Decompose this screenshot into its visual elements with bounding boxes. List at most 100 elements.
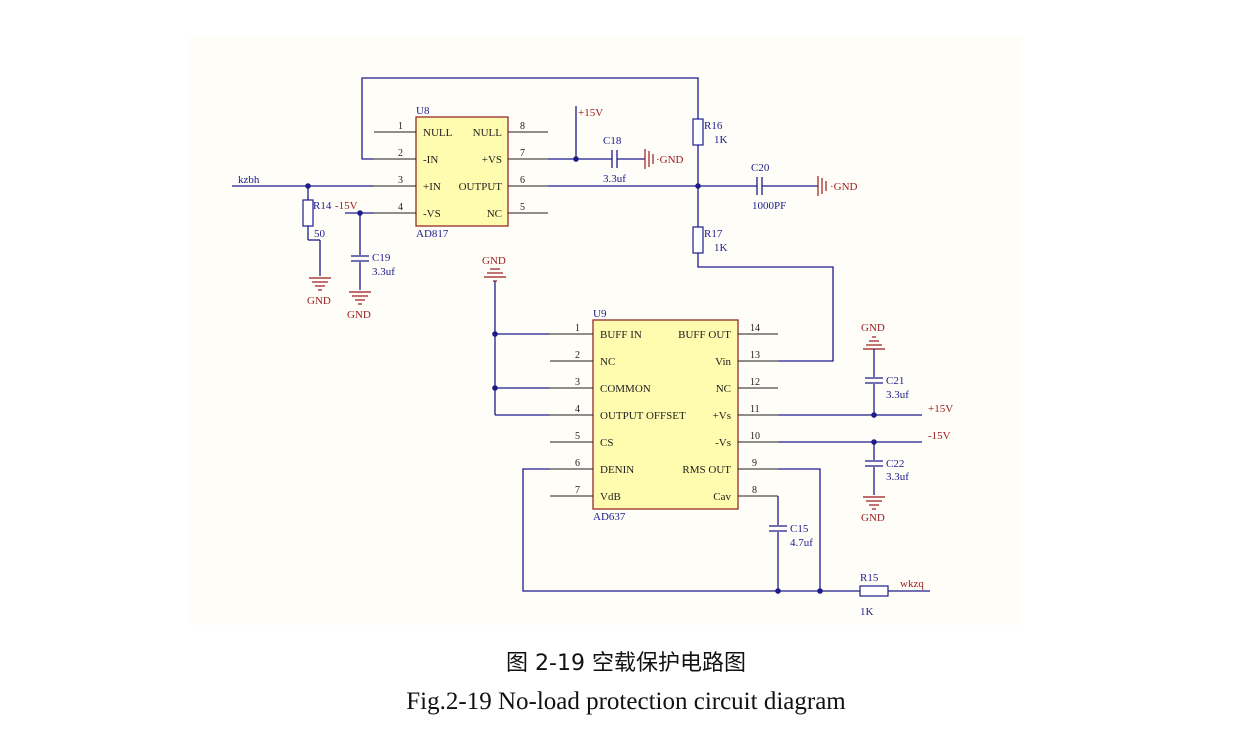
- gnd-dot-label: ·GND: [656, 154, 684, 166]
- u8-pin-name: +VS: [482, 154, 502, 166]
- u9-pin-name: RMS OUT: [682, 464, 731, 476]
- u8-pin-num: 3: [398, 175, 403, 186]
- pos-supply-label: +15V: [928, 403, 953, 415]
- r16-resistor: [692, 118, 704, 146]
- c15-ref: C15: [790, 523, 809, 535]
- u9-pin-name: Vin: [715, 356, 731, 368]
- c19-value: 3.3uf: [372, 266, 395, 278]
- u9-pin-name: OUTPUT OFFSET: [600, 410, 686, 422]
- c15-value: 4.7uf: [790, 537, 813, 549]
- u8-pin-num: 7: [520, 148, 525, 159]
- u8-pin-name: +IN: [423, 181, 441, 193]
- gnd-label: GND: [861, 512, 885, 524]
- c21-ref: C21: [886, 375, 904, 387]
- junction: [492, 331, 498, 337]
- u9-pin-num: 6: [575, 458, 580, 469]
- u9-pin-num: 13: [750, 350, 760, 361]
- r14-value: 50: [314, 228, 326, 240]
- u9-pin-name: NC: [600, 356, 615, 368]
- u8-pin-name: OUTPUT: [459, 181, 503, 193]
- u8-pin-name: -IN: [423, 154, 438, 166]
- u8-pin-name: -VS: [423, 208, 441, 220]
- ground-symbol: [644, 149, 654, 169]
- u8-pin-num: 8: [520, 121, 525, 132]
- ground-symbol: [817, 176, 827, 196]
- u8-opamp: U8 AD817 1 2 3 4 NULL -IN +IN -VS 8 7 6 …: [374, 105, 548, 240]
- r14-ref: R14: [313, 200, 332, 212]
- r14-resistor: [302, 199, 314, 227]
- ground-symbol: [863, 496, 885, 510]
- c21-value: 3.3uf: [886, 389, 909, 401]
- gnd-label: GND: [482, 255, 506, 267]
- u9-pin-num: 12: [750, 377, 760, 388]
- r16-value: 1K: [714, 134, 728, 146]
- u9-body: [592, 319, 739, 510]
- neg-supply-label: -15V: [335, 200, 358, 212]
- u9-pin-name: BUFF OUT: [678, 329, 731, 341]
- ground-symbol: [349, 291, 371, 305]
- u8-pin-num: 5: [520, 202, 525, 213]
- u8-part: AD817: [416, 228, 449, 240]
- u9-pin-num: 9: [752, 458, 757, 469]
- c18-ref: C18: [603, 135, 622, 147]
- neg-supply-label: -15V: [928, 430, 951, 442]
- gnd-label: GND: [861, 322, 885, 334]
- pos-supply-label: +15V: [578, 107, 603, 119]
- gnd-label: GND: [307, 295, 331, 307]
- u9-pin-num: 2: [575, 350, 580, 361]
- u9-rms-converter: U9 AD637 1 2 3 4 5 6 7 BUFF IN NC COMMON…: [550, 308, 778, 523]
- r15-resistor: [859, 585, 889, 597]
- ground-symbol: [309, 277, 331, 291]
- u9-pin-num: 3: [575, 377, 580, 388]
- u8-body: [415, 116, 509, 227]
- junction: [775, 588, 781, 594]
- u8-pin-num: 1: [398, 121, 403, 132]
- caption-chinese: 图 2-19 空载保护电路图: [506, 651, 746, 676]
- c20-ref: C20: [751, 162, 770, 174]
- u9-pin-num: 8: [752, 485, 757, 496]
- c22-ref: C22: [886, 458, 904, 470]
- r17-ref: R17: [704, 228, 723, 240]
- u9-part: AD637: [593, 511, 626, 523]
- u9-pin-num: 4: [575, 404, 580, 415]
- u8-pin-num: 4: [398, 202, 403, 213]
- c18-value: 3.3uf: [603, 173, 626, 185]
- u9-pin-name: NC: [716, 383, 731, 395]
- c20-value: 1000PF: [752, 200, 786, 212]
- gnd-dot-label: ·GND: [830, 181, 858, 193]
- caption-english: Fig.2-19 No-load protection circuit diag…: [406, 688, 846, 715]
- junction: [817, 588, 823, 594]
- u8-pin-num: 6: [520, 175, 525, 186]
- vin-wire: [697, 253, 834, 362]
- u9-pin-name: DENIN: [600, 464, 634, 476]
- u9-pin-name: CS: [600, 437, 613, 449]
- u8-pin-num: 2: [398, 148, 403, 159]
- r15-ref: R15: [860, 572, 879, 584]
- output-net-label: wkzq: [900, 578, 924, 590]
- u9-pin-num: 10: [750, 431, 760, 442]
- junction: [492, 385, 498, 391]
- u9-pin-num: 7: [575, 485, 580, 496]
- gnd-label: GND: [347, 309, 371, 321]
- feedback-wire: [361, 77, 699, 160]
- r15-value: 1K: [860, 606, 874, 618]
- c22-value: 3.3uf: [886, 471, 909, 483]
- u9-pin-num: 1: [575, 323, 580, 334]
- r17-value: 1K: [714, 242, 728, 254]
- u8-ref: U8: [416, 105, 430, 117]
- u8-pin-name: NULL: [473, 127, 503, 139]
- u9-pin-name: COMMON: [600, 383, 651, 395]
- r17-resistor: [692, 226, 704, 254]
- junction: [695, 183, 701, 189]
- c19-ref: C19: [372, 252, 391, 264]
- ground-symbol: [484, 268, 506, 282]
- junction: [573, 156, 579, 162]
- u9-pin-num: 11: [750, 404, 760, 415]
- u9-pin-num: 5: [575, 431, 580, 442]
- u9-pin-name: +Vs: [713, 410, 731, 422]
- u9-pin-name: BUFF IN: [600, 329, 642, 341]
- u9-pin-name: -Vs: [715, 437, 731, 449]
- r16-ref: R16: [704, 120, 723, 132]
- u8-pin-name: NULL: [423, 127, 453, 139]
